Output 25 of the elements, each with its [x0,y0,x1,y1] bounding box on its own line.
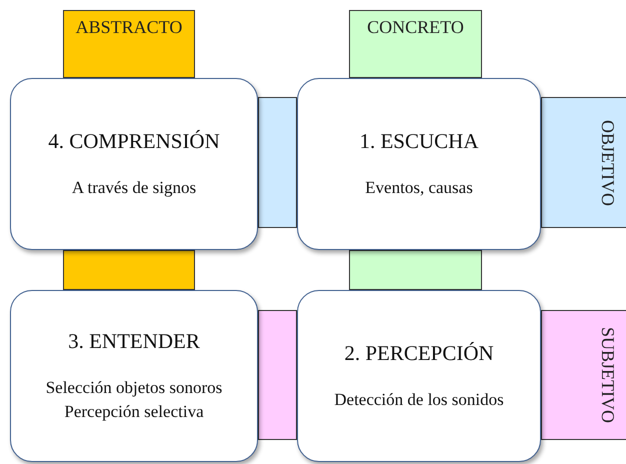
row-band [541,97,626,228]
box-text: A través de signos [72,176,196,199]
box-text: Detección de los sonidos [334,388,504,410]
row-band [541,310,626,440]
box-text: Selección objetos sonoros [46,376,222,399]
box-text: Percepción selectiva [64,400,204,423]
band-segment [63,250,195,290]
quadrant-box [10,78,258,250]
box-title: 3. ENTENDER [68,328,200,354]
band-label: OBJETIVO [597,120,618,206]
band-segment [258,97,297,228]
band-label: ABSTRACTO [76,17,182,38]
band-segment [258,310,297,440]
box-text: Eventos, causas [365,176,473,198]
quadrant-box [10,290,258,462]
box-title: 4. COMPRENSIÓN [48,128,220,154]
quadrant-box [297,290,541,462]
quadrant-box [297,78,541,250]
band-segment [349,250,482,290]
box-title: 1. ESCUCHA [359,128,479,154]
band-label: SUBJETIVO [597,327,618,423]
box-title: 2. PERCEPCIÓN [344,340,494,366]
band-label: CONCRETO [367,17,464,38]
column-band [63,10,195,78]
column-band [349,10,482,78]
